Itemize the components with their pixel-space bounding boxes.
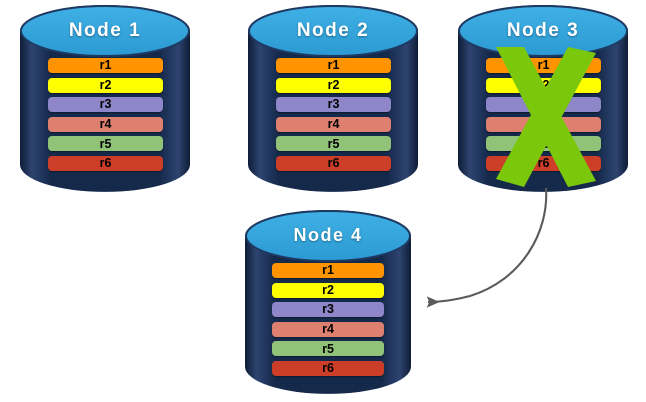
- row-stack: r1 r2 r3 r4 r5 r6: [272, 263, 384, 376]
- cylinder-top-ellipse: [458, 5, 628, 57]
- row-bar[interactable]: r3: [48, 97, 163, 113]
- cylinder-top-ellipse: [245, 210, 411, 262]
- row-bar[interactable]: r6: [486, 155, 601, 171]
- row-bar[interactable]: r2: [272, 282, 384, 298]
- row-bar[interactable]: r2: [276, 77, 391, 93]
- row-stack: r1 r2 r3 r4 r5 r6: [486, 58, 601, 171]
- row-bar[interactable]: r1: [48, 58, 163, 73]
- row-bar[interactable]: r1: [272, 263, 384, 278]
- cylinder-top-ellipse: [20, 5, 190, 57]
- row-bar[interactable]: r6: [276, 155, 391, 171]
- row-bar[interactable]: r4: [272, 321, 384, 337]
- row-stack: r1 r2 r3 r4 r5 r6: [276, 58, 391, 171]
- row-bar[interactable]: r4: [486, 116, 601, 132]
- row-bar[interactable]: r1: [276, 58, 391, 73]
- row-bar[interactable]: r5: [486, 136, 601, 152]
- row-bar[interactable]: r1: [486, 58, 601, 73]
- row-bar[interactable]: r3: [276, 97, 391, 113]
- row-bar[interactable]: r4: [276, 116, 391, 132]
- row-bar[interactable]: r5: [272, 341, 384, 357]
- row-bar[interactable]: r5: [276, 136, 391, 152]
- row-bar[interactable]: r2: [48, 77, 163, 93]
- row-bar[interactable]: r6: [272, 360, 384, 376]
- cylinder-top-ellipse: [248, 5, 418, 57]
- row-bar[interactable]: r2: [486, 77, 601, 93]
- row-bar[interactable]: r3: [486, 97, 601, 113]
- row-stack: r1 r2 r3 r4 r5 r6: [48, 58, 163, 171]
- row-bar[interactable]: r3: [272, 302, 384, 318]
- row-bar[interactable]: r4: [48, 116, 163, 132]
- row-bar[interactable]: r5: [48, 136, 163, 152]
- row-bar[interactable]: r6: [48, 155, 163, 171]
